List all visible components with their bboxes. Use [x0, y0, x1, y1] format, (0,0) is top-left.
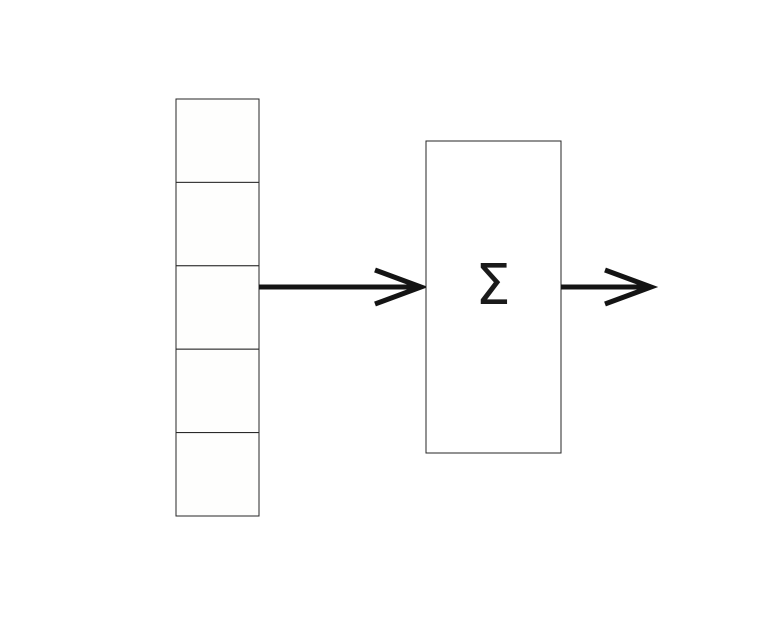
input-arrow-head — [374, 267, 429, 307]
input-vector-cell — [175, 181, 260, 267]
summation-box — [425, 140, 562, 454]
output-arrow — [561, 267, 659, 307]
output-arrow-head — [604, 267, 659, 307]
summation-block: Σ — [425, 140, 562, 454]
summation-symbol: Σ — [475, 253, 510, 318]
input-vector-cell — [175, 432, 260, 517]
input-vector — [175, 98, 260, 517]
input-vector-cell — [175, 98, 260, 183]
input-vector-cell — [175, 265, 260, 350]
input-vector-cell — [175, 348, 260, 434]
input-arrow — [259, 267, 429, 307]
